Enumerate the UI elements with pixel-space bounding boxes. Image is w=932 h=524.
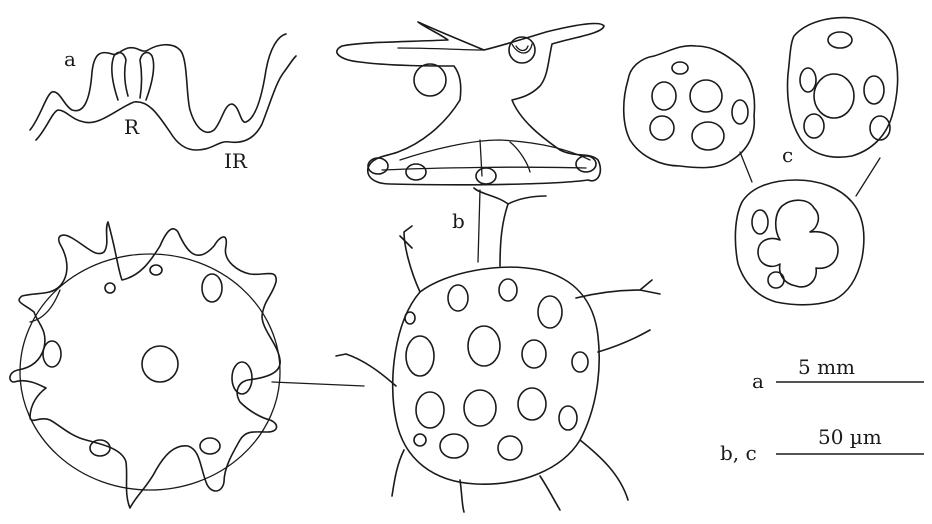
c-right-pore-2 — [800, 68, 816, 92]
c-sphere-left-outline — [624, 46, 755, 168]
star-body-outline — [10, 222, 280, 508]
sphere-pore-8 — [416, 392, 444, 428]
c-sphere-right-outline — [788, 18, 898, 158]
spiral-lines — [512, 44, 532, 53]
sphere-pore-11 — [559, 406, 577, 430]
base-knob-1 — [368, 158, 388, 174]
base-inner-lines — [480, 140, 530, 176]
panel-c-skeletons: c — [624, 18, 898, 305]
c-bottom-pore-2 — [768, 272, 784, 288]
star-pore-7 — [105, 283, 115, 293]
label-interridge: IR — [224, 149, 248, 173]
panel-b-lattice-sphere — [336, 188, 660, 512]
c-leader-left — [740, 152, 752, 182]
sphere-pore-7 — [572, 352, 588, 372]
ridge-right-hook — [140, 53, 154, 100]
scale-bars: 5 mm a 50 µm b, c — [720, 355, 924, 465]
c-right-pore-1 — [814, 74, 854, 118]
sphere-pore-14 — [414, 434, 426, 446]
c-left-pore-4 — [692, 122, 724, 150]
scale-a-value: 5 mm — [798, 355, 855, 379]
c-left-pore-2 — [690, 80, 722, 112]
c-left-pore-5 — [732, 100, 748, 124]
sphere-pore-5 — [468, 326, 500, 366]
sphere-pore-3 — [499, 279, 517, 301]
c-left-pore-1 — [652, 82, 676, 110]
star-connector-line — [272, 382, 364, 386]
sphere-pore-12 — [440, 434, 468, 458]
sphere-pore-9 — [464, 390, 496, 426]
panel-b-top-skeleton: b — [337, 22, 604, 262]
star-center-pore — [142, 346, 178, 382]
star-pore-4 — [200, 438, 220, 454]
sphere-pore-2 — [448, 285, 468, 311]
top-skeleton-outline — [337, 22, 604, 185]
star-pore-1 — [202, 274, 222, 302]
top-skeleton-pore — [414, 64, 446, 96]
scale-a-label: a — [752, 369, 764, 393]
sphere-pore-1 — [406, 336, 434, 376]
scale-bc-value: 50 µm — [818, 425, 882, 449]
c-left-pore-6 — [672, 62, 688, 74]
sphere-pore-13 — [498, 436, 522, 460]
scale-bc-label: b, c — [720, 441, 757, 465]
panel-a-profile: a R IR — [30, 34, 296, 173]
star-pore-2 — [232, 362, 252, 394]
sphere-pore-4 — [538, 296, 562, 328]
c-right-pore-3 — [864, 76, 884, 104]
base-knob-2 — [406, 164, 426, 180]
panel-b-star-skeleton — [10, 222, 364, 508]
sphere-pore-6 — [522, 340, 546, 368]
star-pore-6 — [150, 265, 162, 275]
label-ridge: R — [124, 115, 140, 139]
label-c: c — [782, 143, 793, 167]
star-pore-3 — [43, 341, 61, 367]
c-leader-right — [856, 158, 880, 196]
label-a: a — [64, 47, 76, 71]
label-b-leader — [478, 190, 480, 262]
c-right-pore-6 — [804, 114, 824, 138]
sphere-pore-15 — [405, 312, 415, 324]
c-right-pore-4 — [828, 32, 852, 48]
ridge-left-hook — [112, 53, 128, 100]
base-knob-3 — [476, 168, 496, 184]
sphere-pore-10 — [518, 388, 546, 420]
c-bottom-pore-1 — [752, 210, 768, 234]
label-b: b — [452, 209, 465, 233]
top-skeleton-arm-line — [398, 48, 484, 50]
c-left-pore-3 — [650, 116, 674, 140]
star-pore-5 — [90, 440, 110, 456]
sphere-spines — [336, 188, 660, 512]
star-shell-outline — [20, 254, 280, 490]
